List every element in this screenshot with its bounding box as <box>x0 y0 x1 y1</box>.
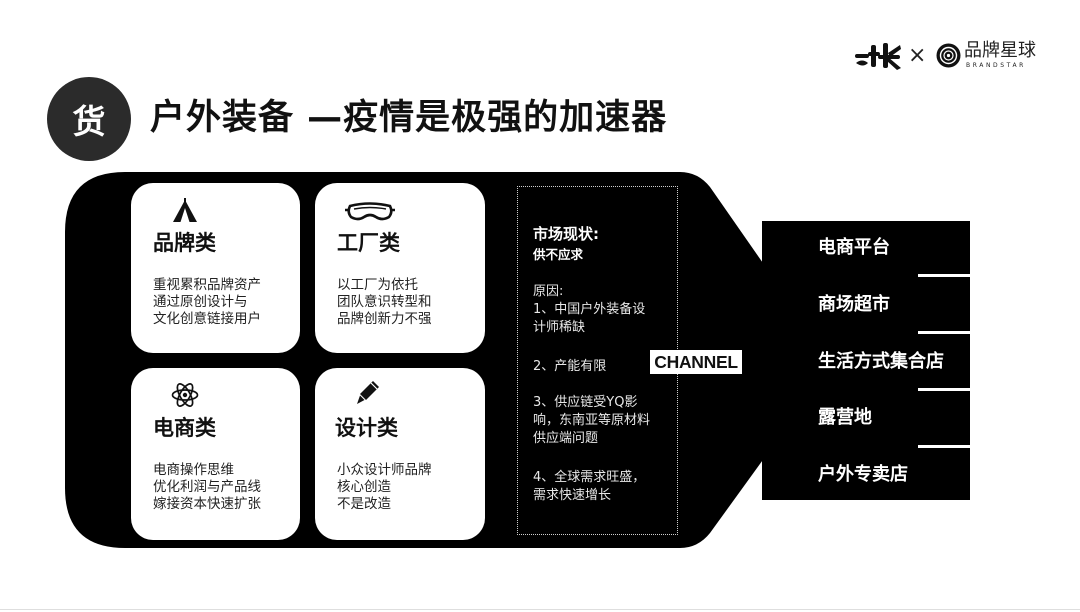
brand-name-en: BRANDSTAR <box>966 62 1026 69</box>
reason-line: 需求快速增长 <box>533 488 612 503</box>
card-line: 嫁接资本快速扩张 <box>153 496 261 512</box>
card-title: 品牌类 <box>153 231 216 255</box>
reason-item: 4、全球需求旺盛， 需求快速增长 <box>533 469 645 505</box>
card-title: 设计类 <box>335 416 398 440</box>
brandstar-mark-icon <box>936 43 961 68</box>
goggles-icon <box>345 202 395 221</box>
collab-times-sign: × <box>908 43 927 68</box>
card-design: 设计类 小众设计师品牌 核心创造 不是改造 <box>315 368 485 540</box>
brand-name-cn: 品牌星球 <box>964 40 1036 61</box>
reason-line: 计师稀缺 <box>533 320 586 335</box>
bottom-divider <box>0 609 1080 610</box>
card-line: 优化利润与产品线 <box>153 479 261 495</box>
reason-line: 响，东南亚等原材料 <box>533 413 651 428</box>
reason-item: 3、供应链受YQ影 响，东南亚等原材料 供应端问题 <box>533 394 650 448</box>
card-description: 重视累积品牌资产 通过原创设计与 文化创意链接用户 <box>153 277 261 328</box>
channel-item: 露营地 <box>818 407 872 428</box>
channel-list: 电商平台 商场超市 生活方式集合店 露营地 户外专卖店 <box>762 221 972 500</box>
card-title: 电商类 <box>153 416 216 440</box>
channel-item: 电商平台 <box>818 237 890 258</box>
card-line: 不是改造 <box>337 496 391 512</box>
channel-divider <box>918 445 972 448</box>
card-line: 团队意识转型和 <box>337 294 432 310</box>
reason-line: 1、中国户外装备设 <box>533 302 646 317</box>
market-subheading: 供不应求 <box>533 247 584 262</box>
card-line: 以工厂为依托 <box>337 277 418 293</box>
page-title: 户外装备 —疫情是极强的加速器 <box>150 98 668 138</box>
card-brand: 品牌类 重视累积品牌资产 通过原创设计与 文化创意链接用户 <box>131 183 300 353</box>
card-title: 工厂类 <box>337 231 400 255</box>
channel-divider <box>918 388 972 391</box>
reason-line: 2、产能有限 <box>533 359 607 374</box>
reasons-label: 原因: <box>533 283 563 301</box>
channel-item: 户外专卖店 <box>818 464 908 485</box>
atom-icon <box>171 383 199 407</box>
card-line: 小众设计师品牌 <box>337 462 432 478</box>
card-description: 小众设计师品牌 核心创造 不是改造 <box>337 462 432 513</box>
pen-icon <box>357 381 379 404</box>
channel-divider <box>918 274 972 277</box>
card-ecommerce: 电商类 电商操作思维 优化利润与产品线 嫁接资本快速扩张 <box>131 368 300 540</box>
reason-line: 3、供应链受YQ影 <box>533 395 638 410</box>
card-line: 重视累积品牌资产 <box>153 277 261 293</box>
reason-item: 2、产能有限 <box>533 358 606 376</box>
reasons-label-text: 原因: <box>533 284 564 299</box>
tent-icon <box>173 198 197 222</box>
channel-item: 商场超市 <box>818 294 890 315</box>
channel-item: 生活方式集合店 <box>818 351 944 372</box>
card-line: 文化创意链接用户 <box>153 311 261 327</box>
reason-line: 4、全球需求旺盛， <box>533 470 646 485</box>
card-description: 以工厂为依托 团队意识转型和 品牌创新力不强 <box>337 277 432 328</box>
card-line: 通过原创设计与 <box>153 294 248 310</box>
card-line: 品牌创新力不强 <box>337 311 432 327</box>
card-line: 核心创造 <box>337 479 391 495</box>
channel-label: CHANNEL <box>650 350 742 374</box>
market-status-box: 市场现状: 供不应求 原因: 1、中国户外装备设 计师稀缺 2、产能有限 3、供… <box>517 186 678 535</box>
channel-divider <box>918 331 972 334</box>
card-line: 电商操作思维 <box>153 462 234 478</box>
section-badge: 货 <box>47 77 131 161</box>
reason-item: 1、中国户外装备设 计师稀缺 <box>533 301 645 337</box>
reason-line: 供应端问题 <box>533 431 599 446</box>
partner-logo <box>855 43 901 70</box>
card-description: 电商操作思维 优化利润与产品线 嫁接资本快速扩张 <box>153 462 261 513</box>
card-factory: 工厂类 以工厂为依托 团队意识转型和 品牌创新力不强 <box>315 183 485 353</box>
market-heading: 市场现状: <box>533 225 599 243</box>
